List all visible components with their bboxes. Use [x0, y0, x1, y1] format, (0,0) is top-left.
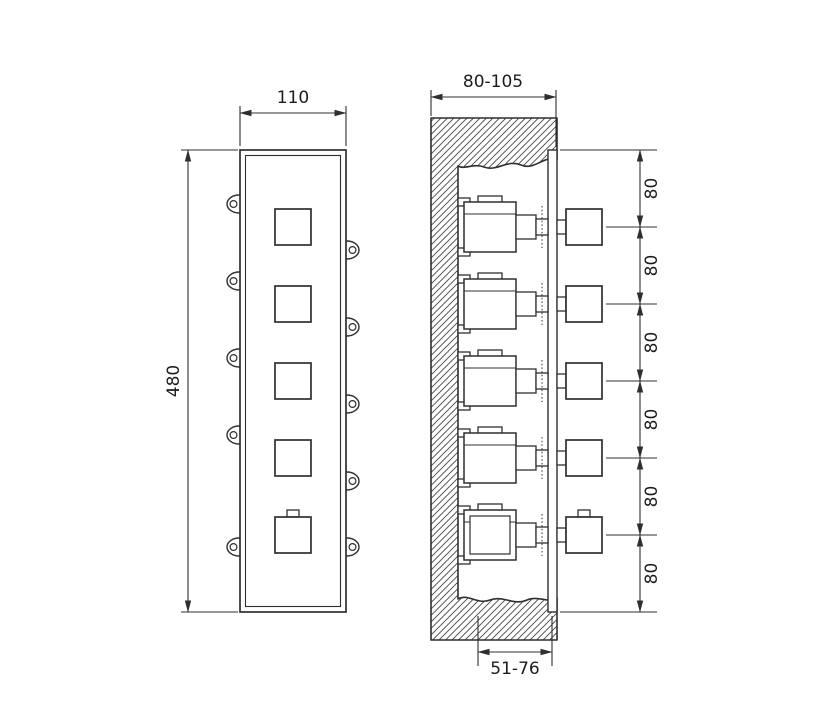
- section-view: [430, 117, 603, 641]
- spacing-dim-label: 80: [642, 178, 662, 200]
- valve-unit: [457, 349, 549, 411]
- handle-notch: [577, 509, 591, 518]
- wall-section: [430, 117, 558, 641]
- spacing-dim-label: 80: [642, 563, 662, 585]
- handle: [556, 208, 603, 246]
- front-height-dimension: [181, 149, 238, 613]
- front-square-opening: [274, 208, 312, 246]
- section-depth-dim-label: 80-105: [463, 72, 523, 92]
- valve-unit: [457, 195, 549, 257]
- handle: [556, 516, 603, 554]
- front-square-opening: [274, 362, 312, 400]
- spacing-dim-label: 80: [642, 409, 662, 431]
- section-plate: [547, 149, 558, 613]
- handle: [556, 439, 603, 477]
- front-square-notch: [286, 509, 300, 518]
- front-height-dim-label: 480: [164, 365, 184, 397]
- valve-unit: [457, 426, 549, 488]
- spacing-dim-label: 80: [642, 486, 662, 508]
- inset-dimension: [477, 616, 553, 666]
- spacing-dimension-chain: [560, 149, 657, 613]
- diverter-body-inner: [469, 515, 511, 555]
- front-square-opening: [274, 439, 312, 477]
- section-depth-dimension: [430, 90, 557, 147]
- front-width-dimension: [239, 106, 347, 146]
- valve-unit: [457, 272, 549, 334]
- front-view: [226, 149, 360, 613]
- front-square-opening: [274, 516, 312, 554]
- front-plate-inner-rim: [244, 154, 342, 608]
- spacing-dim-label: 80: [642, 255, 662, 277]
- section-inset-dim-label: 51-76: [490, 659, 539, 679]
- handle: [556, 285, 603, 323]
- spacing-dim-label: 80: [642, 332, 662, 354]
- front-width-dim-label: 110: [277, 88, 309, 108]
- front-square-opening: [274, 285, 312, 323]
- handle: [556, 362, 603, 400]
